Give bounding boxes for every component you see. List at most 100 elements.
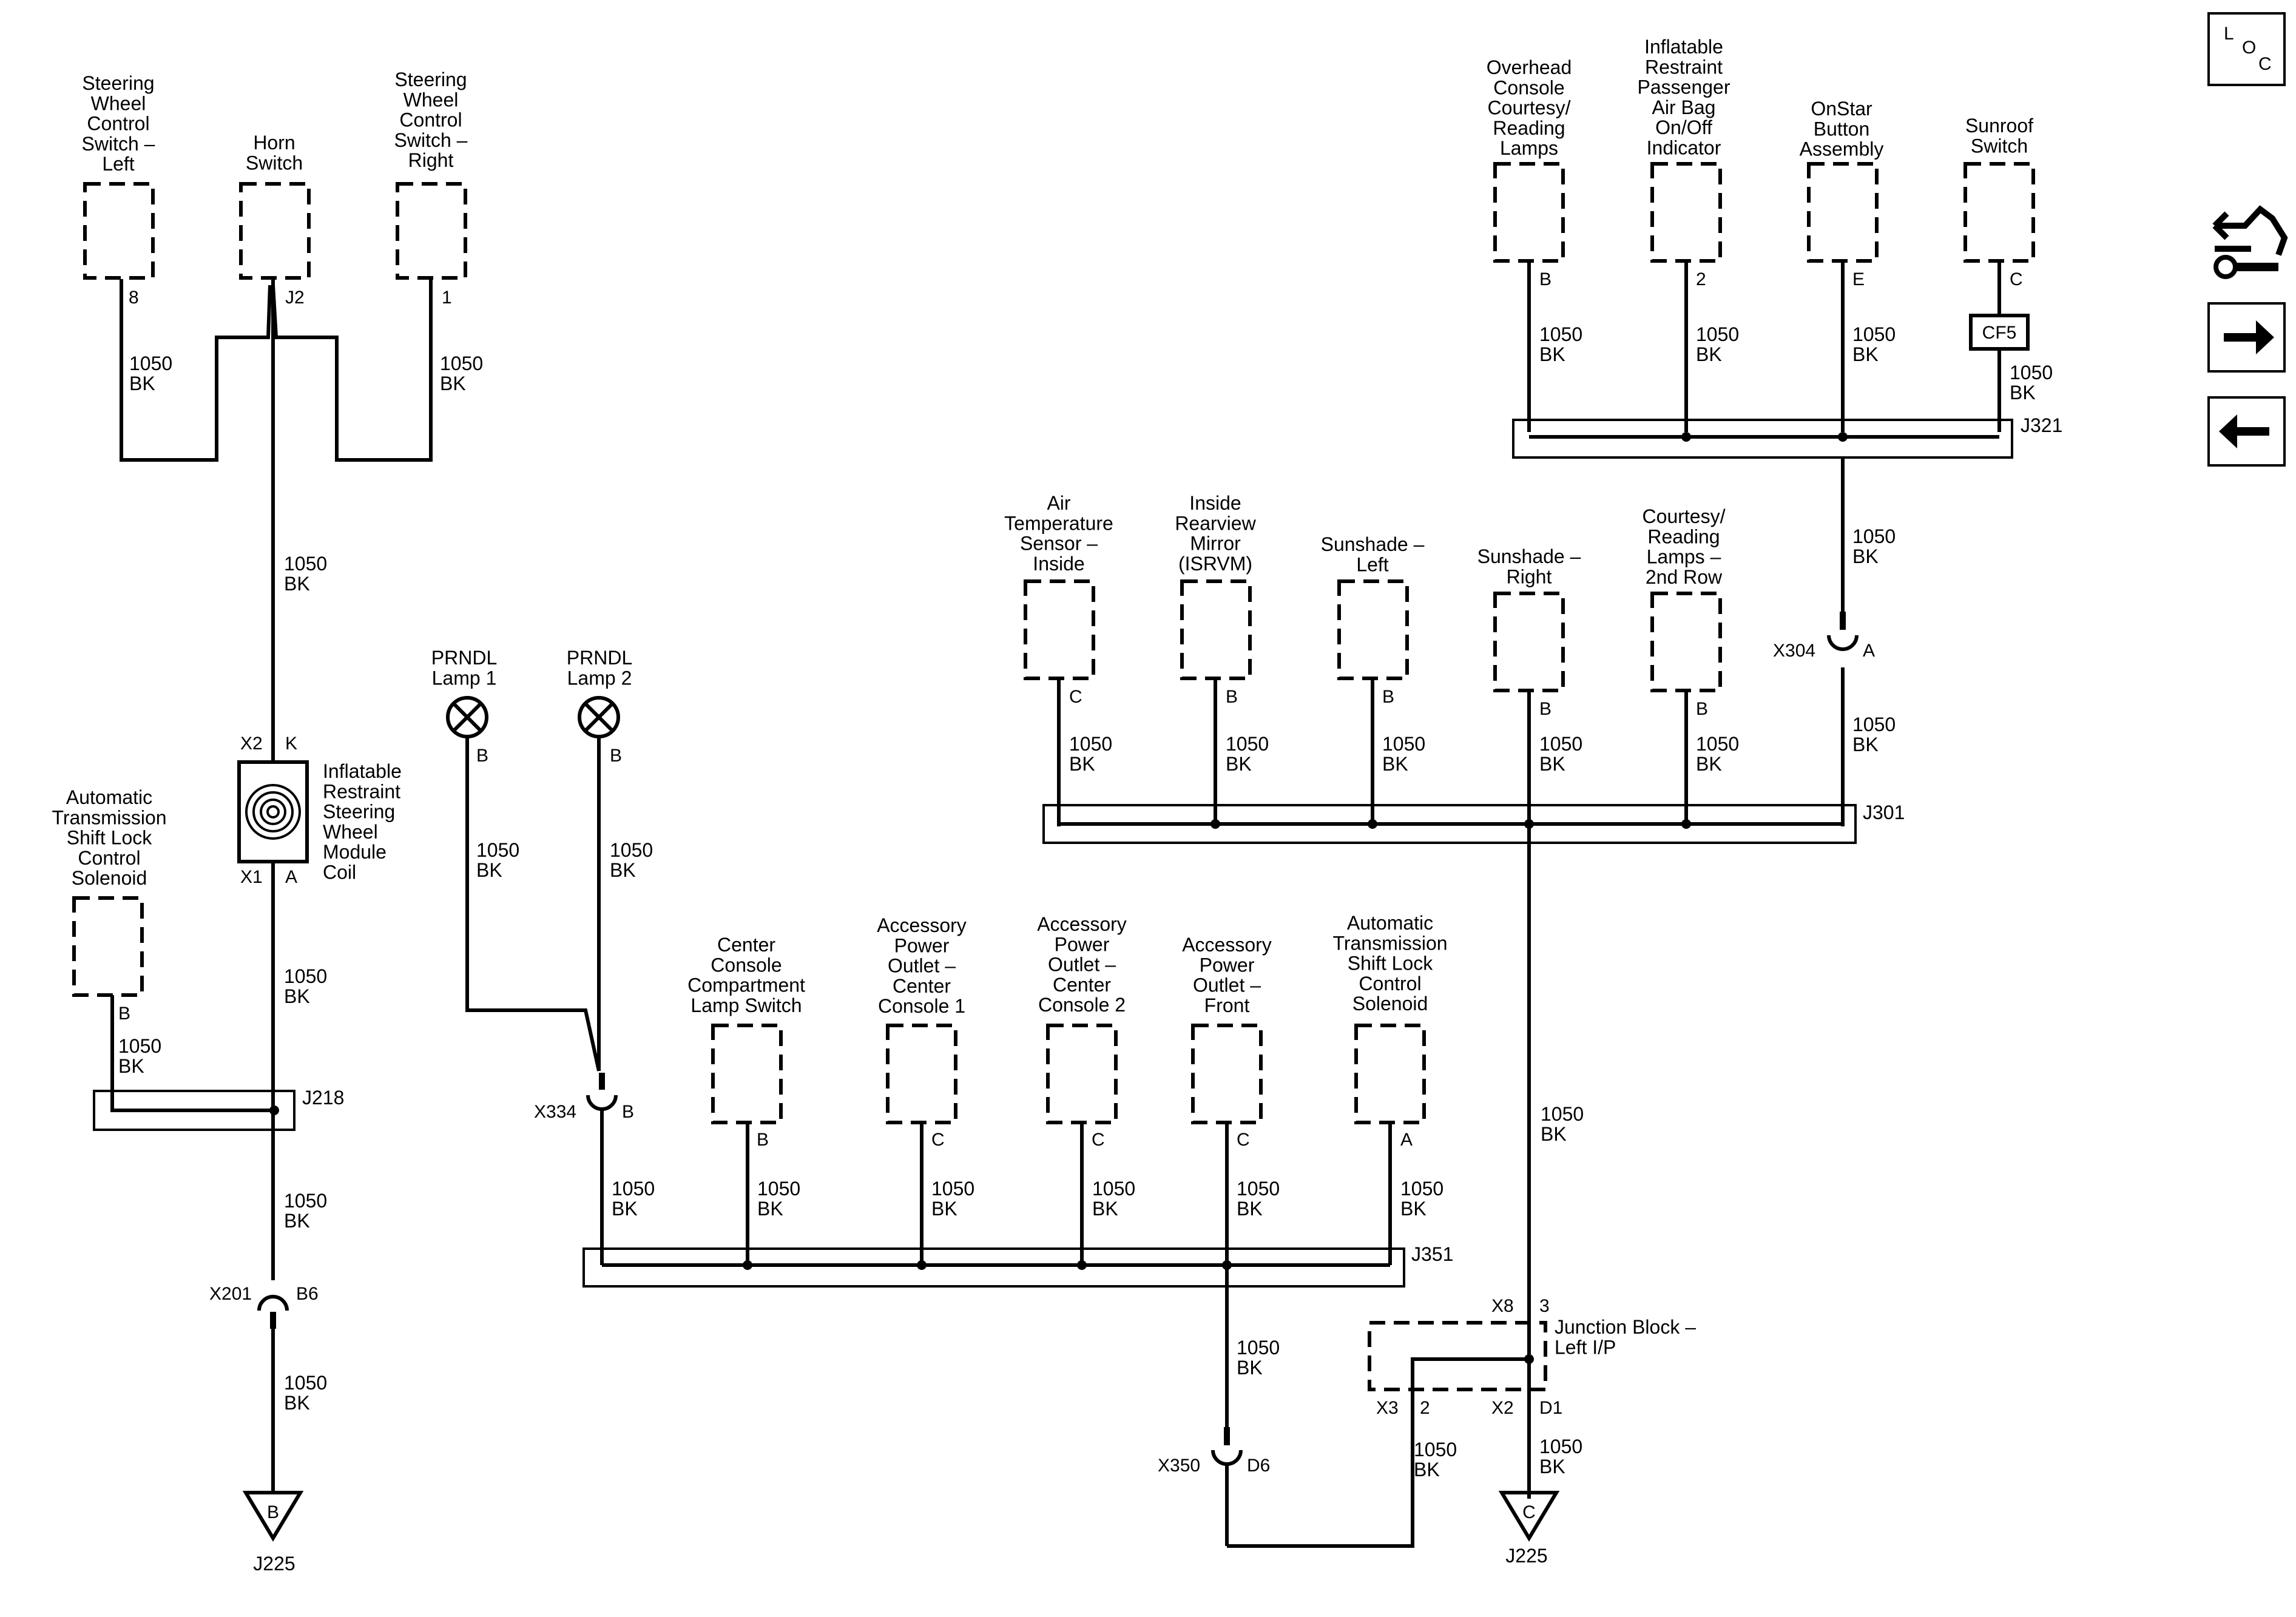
wire-label: 1050 [610, 839, 653, 861]
wire-color-label: BK [1069, 753, 1095, 775]
nav-next-button[interactable] [2207, 302, 2286, 373]
sunroof-pin: C [2010, 269, 2023, 289]
wire-color-label: BK [931, 1198, 957, 1220]
sunshade-right-label: Sunshade –Right [1477, 545, 1581, 587]
wire-color-label: BK [284, 573, 310, 595]
apo-front-pin: C [1237, 1130, 1250, 1150]
wire-color-label: BK [1539, 343, 1565, 365]
wire-color-label: BK [1696, 343, 1722, 365]
prndl1-pin: B [476, 746, 488, 766]
wire-label: 1050 [1414, 1439, 1457, 1460]
splice-j301: J301 [1042, 802, 1905, 844]
swc-left-pin: 8 [129, 288, 139, 308]
wire-label: 1050 [1069, 733, 1112, 755]
jb-x8-pin: 3 [1539, 1296, 1550, 1316]
ground-j225-c: C J225 [1498, 1491, 1560, 1567]
component-sunshade-left: Sunshade –Left B [1321, 533, 1425, 707]
wires [110, 261, 2001, 1548]
jb-x2-label: X2 [1491, 1398, 1514, 1418]
wire-color-label: BK [129, 373, 155, 394]
jb-x3-label: X3 [1376, 1398, 1399, 1418]
wire-color-label: BK [1852, 343, 1879, 365]
x350-label: X350 [1158, 1456, 1200, 1476]
x201-label: X201 [209, 1284, 252, 1304]
wire-label: 1050 [284, 965, 327, 987]
wire-color-label: BK [1852, 734, 1879, 755]
connector-x350: X350 D6 [1158, 1427, 1270, 1476]
arrow-left-icon [2219, 414, 2269, 448]
passenger-airbag-pin: 2 [1696, 269, 1706, 289]
wire-color-label: BK [612, 1198, 638, 1220]
wire-label: 1050 [931, 1178, 974, 1200]
wire-color-label: BK [1539, 753, 1565, 775]
wire-label: 1050 [1852, 323, 1896, 345]
wire-label: 1050 [1226, 733, 1269, 755]
shift-lock-left-pin: B [118, 1004, 130, 1024]
wire-label: 1050 [284, 1372, 327, 1394]
wire-color-label: BK [757, 1198, 783, 1220]
overhead-console-pin: B [1539, 269, 1551, 289]
wire-label: 1050 [1237, 1178, 1280, 1200]
wire-label: 1050 [1400, 1178, 1443, 1200]
component-sunshade-right: Sunshade –Right B [1477, 545, 1581, 719]
wire-labels: 1050BK1050BK1050BK1050BK1050BK1050BK1050… [118, 323, 2053, 1480]
nav-tool-button[interactable] [2212, 205, 2288, 279]
x1-label: X1 [240, 867, 263, 887]
j321-label: J321 [2021, 414, 2062, 436]
clockspring-icon [245, 784, 301, 840]
tool-icon [2212, 205, 2288, 279]
connector-x304: X304 A [1773, 612, 1875, 661]
splice-j321: J321 [1512, 414, 2062, 459]
x2-label: X2 [240, 734, 263, 754]
x1-pin: A [285, 867, 297, 887]
wire-label: 1050 [612, 1178, 655, 1200]
mirror-pin: B [1226, 687, 1238, 707]
wire-label: 1050 [1237, 1337, 1280, 1359]
wire-label: 1050 [1539, 733, 1582, 755]
ground-c-letter: C [1522, 1502, 1536, 1522]
center-console-lamp-pin: B [757, 1130, 769, 1150]
wire-color-label: BK [1237, 1198, 1263, 1220]
connector-x334: X334 B [534, 1073, 634, 1122]
wire-label: 1050 [1539, 1436, 1582, 1457]
nav-loc-button[interactable]: L O C [2207, 12, 2286, 86]
horn-switch-pin: J2 [285, 288, 305, 308]
wire-color-label: BK [284, 1210, 310, 1232]
wire-label: 1050 [1092, 1178, 1135, 1200]
wire-label: 1050 [1382, 733, 1425, 755]
wire-color-label: BK [1237, 1357, 1263, 1379]
splice-j351: J351 [582, 1243, 1453, 1288]
svg-text:L: L [2224, 24, 2234, 44]
wire-label: 1050 [1852, 714, 1896, 735]
x304-label: X304 [1773, 641, 1815, 661]
x201-pin: B6 [296, 1284, 319, 1304]
jb-x3-pin: 2 [1420, 1398, 1430, 1418]
courtesy-2nd-pin: B [1696, 699, 1708, 719]
apo-console-2-pin: C [1092, 1130, 1105, 1150]
nav-prev-button[interactable] [2207, 396, 2286, 467]
